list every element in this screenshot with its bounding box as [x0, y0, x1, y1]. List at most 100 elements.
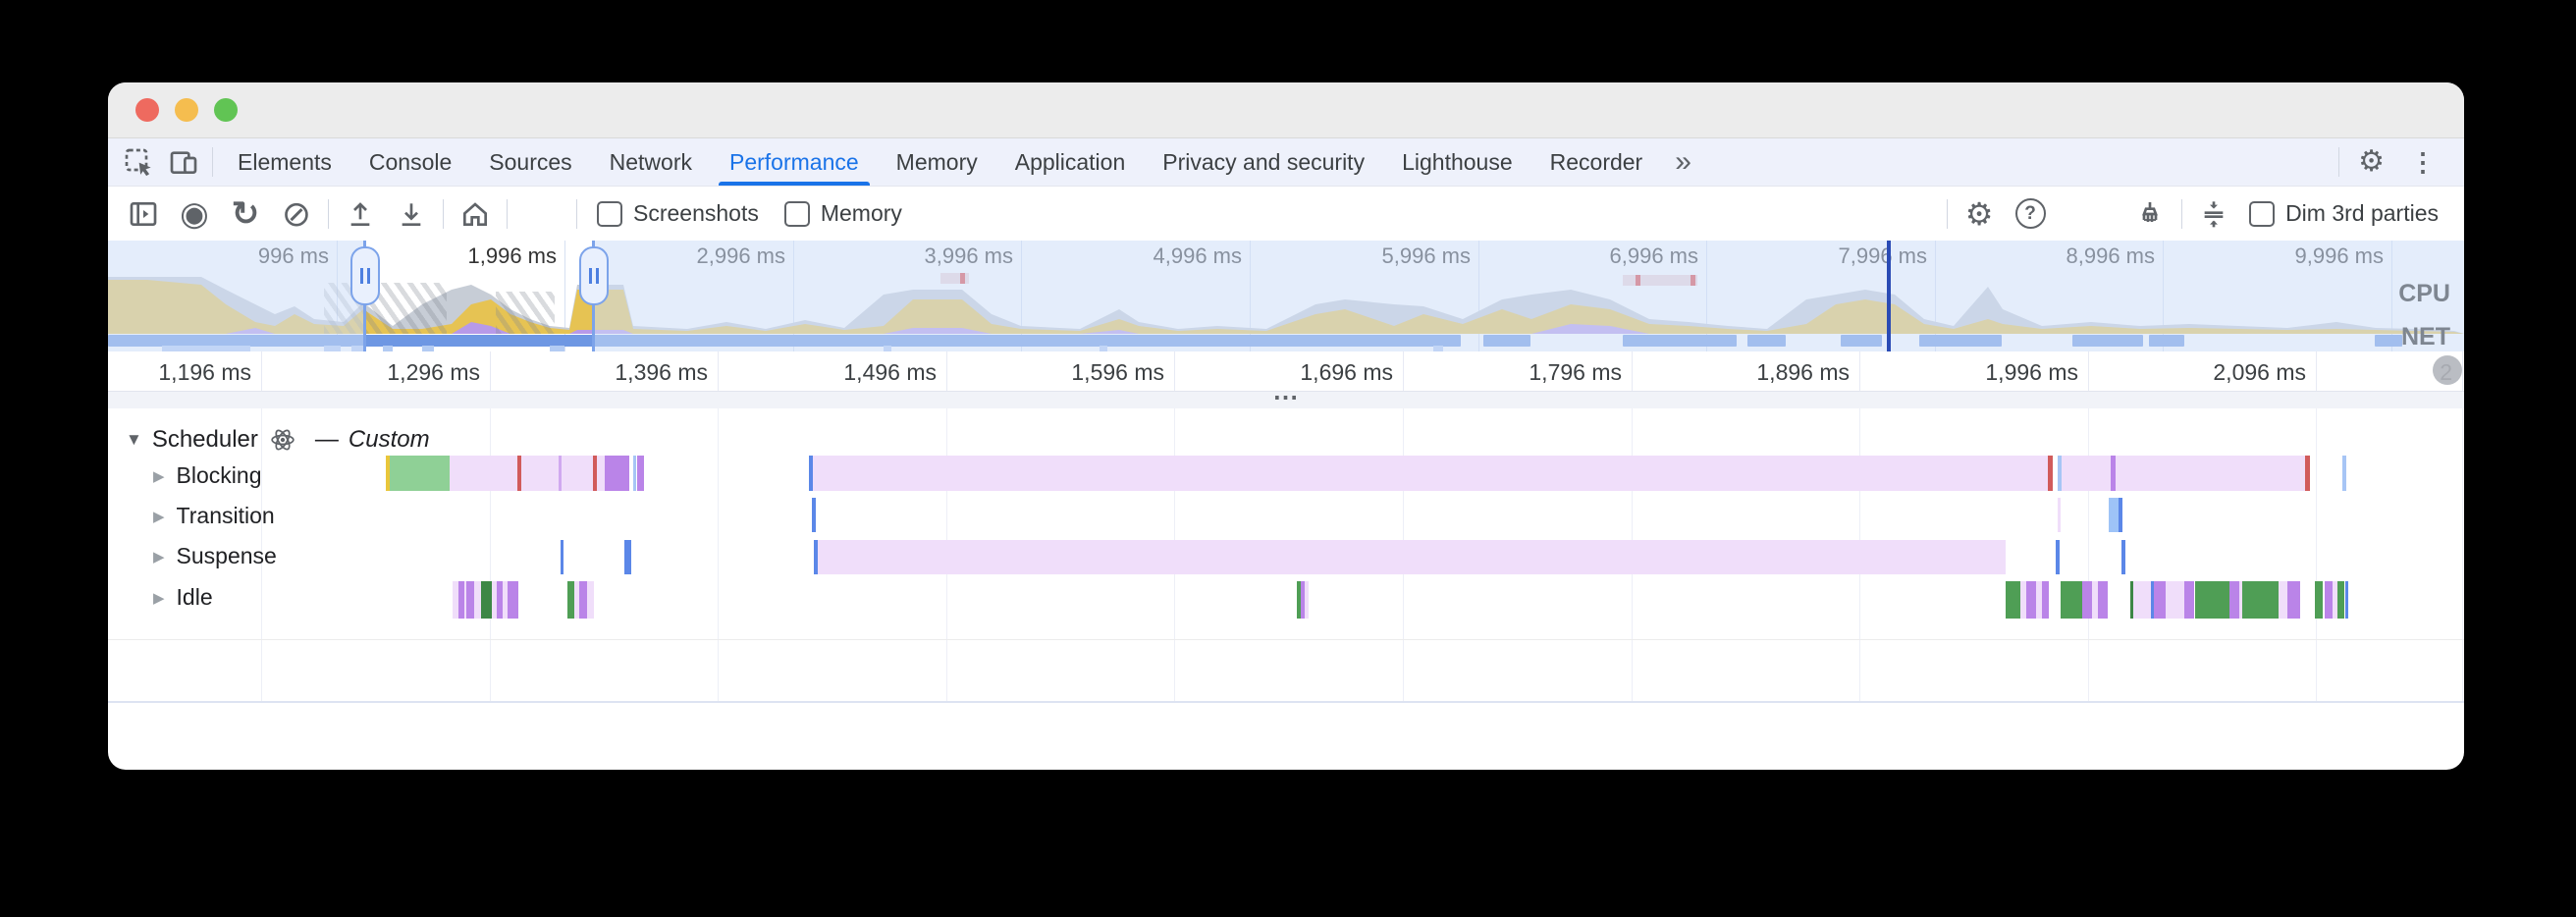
flame-segment[interactable] — [2279, 581, 2287, 619]
reload-and-record-icon[interactable]: ↻ — [231, 194, 260, 233]
inspect-element-icon[interactable] — [116, 138, 161, 186]
flame-segment[interactable] — [2151, 581, 2154, 619]
checkbox-memory[interactable] — [783, 200, 810, 227]
flame-segment[interactable] — [813, 456, 2050, 491]
flame-segment[interactable] — [633, 456, 636, 491]
record-icon[interactable]: ◉ — [180, 194, 209, 233]
flame-segment[interactable] — [2345, 581, 2348, 619]
flame-segment[interactable] — [450, 456, 605, 491]
help-icon[interactable]: ? — [2005, 192, 2056, 236]
tab-privacy-and-security[interactable]: Privacy and security — [1162, 148, 1366, 175]
panel-resize-handle[interactable]: ⋯ — [108, 384, 2464, 410]
flame-segment[interactable] — [453, 581, 458, 619]
flame-segment[interactable] — [2333, 581, 2337, 619]
collect-garbage-icon[interactable] — [2124, 192, 2175, 236]
flame-segment[interactable] — [2325, 581, 2333, 619]
settings-gear-icon[interactable]: ⚙ — [2358, 145, 2385, 178]
capture-settings-gear-icon[interactable]: ⚙ — [1964, 195, 1994, 232]
flame-segment[interactable] — [2337, 581, 2344, 619]
scrollbar-thumb[interactable] — [2433, 355, 2462, 385]
flame-segment[interactable] — [464, 581, 467, 619]
home-icon[interactable] — [450, 192, 501, 236]
checkbox-item-dim-3rd-parties[interactable]: Dim 3rd parties — [2249, 200, 2439, 227]
flame-segment[interactable] — [474, 581, 481, 619]
flame-segment[interactable] — [2184, 581, 2194, 619]
checkbox-dim-3rd-parties[interactable] — [2249, 200, 2276, 227]
flame-segment[interactable] — [2133, 581, 2151, 619]
collapse-arrow-icon[interactable]: ▼ — [126, 430, 142, 449]
flame-segment[interactable] — [492, 581, 497, 619]
selection-right-handle[interactable] — [579, 246, 609, 305]
flame-segment[interactable] — [809, 456, 813, 491]
flame-segment[interactable] — [2082, 581, 2092, 619]
playhead-line[interactable] — [1887, 241, 1891, 351]
flame-segment[interactable] — [2287, 581, 2300, 619]
flame-segment[interactable] — [481, 581, 492, 619]
flame-segment[interactable] — [2154, 581, 2166, 619]
flame-segment[interactable] — [2058, 498, 2061, 532]
track-row-transition[interactable]: ▶Transition — [153, 503, 275, 529]
flame-segment[interactable] — [2026, 581, 2036, 619]
selection-left-handle[interactable] — [350, 246, 380, 305]
flame-segment[interactable] — [2229, 581, 2239, 619]
flame-segment[interactable] — [559, 456, 562, 491]
flame-segment[interactable] — [2092, 581, 2098, 619]
flame-segment[interactable] — [2056, 540, 2060, 574]
checkbox-item-screenshots[interactable]: Screenshots — [597, 200, 759, 227]
clear-icon[interactable]: ⊘ — [281, 192, 312, 234]
checkbox-screenshots[interactable] — [597, 200, 622, 227]
flame-segment[interactable] — [2048, 456, 2053, 491]
flame-segment[interactable] — [466, 581, 474, 619]
tab-performance[interactable]: Performance — [711, 138, 878, 186]
flame-segment[interactable] — [814, 540, 818, 574]
tab-lighthouse[interactable]: Lighthouse — [1402, 148, 1513, 175]
expand-arrow-icon[interactable]: ▶ — [153, 548, 165, 566]
flame-segment[interactable] — [593, 456, 597, 491]
flame-segment[interactable] — [458, 581, 464, 619]
upload-profile-icon[interactable] — [335, 192, 386, 236]
flame-segment[interactable] — [2119, 498, 2122, 532]
track-group-scheduler[interactable]: ▼ Scheduler — Custom — [126, 426, 430, 454]
flame-segment[interactable] — [2036, 581, 2042, 619]
flame-segment[interactable] — [2305, 456, 2310, 491]
more-tabs-icon[interactable]: » — [1675, 145, 1691, 178]
maximize-window-button[interactable] — [214, 98, 238, 122]
tab-memory[interactable]: Memory — [895, 148, 978, 175]
tab-console[interactable]: Console — [368, 148, 453, 175]
flame-segment[interactable] — [503, 581, 508, 619]
close-window-button[interactable] — [135, 98, 159, 122]
expand-arrow-icon[interactable]: ▶ — [153, 589, 165, 607]
track-row-suspense[interactable]: ▶Suspense — [153, 543, 277, 569]
flame-segment[interactable] — [2098, 581, 2108, 619]
flame-segment[interactable] — [517, 456, 521, 491]
flame-segment[interactable] — [574, 581, 579, 619]
flame-segment[interactable] — [2121, 540, 2125, 574]
flame-segment[interactable] — [386, 456, 390, 491]
flame-segment[interactable] — [2242, 581, 2279, 619]
collapse-recording-icon[interactable] — [2188, 192, 2239, 236]
flame-segment[interactable] — [2020, 581, 2026, 619]
flame-segment[interactable] — [818, 540, 2006, 574]
flame-segment[interactable] — [1305, 581, 1309, 619]
expand-arrow-icon[interactable]: ▶ — [153, 467, 165, 485]
flame-segment[interactable] — [2239, 581, 2242, 619]
flame-segment[interactable] — [567, 581, 574, 619]
flame-segment[interactable] — [561, 540, 564, 574]
timeline-overview[interactable]: 996 ms1,996 ms2,996 ms3,996 ms4,996 ms5,… — [108, 241, 2464, 351]
flame-segment[interactable] — [2061, 581, 2082, 619]
tab-sources[interactable]: Sources — [489, 148, 572, 175]
flame-segment[interactable] — [508, 581, 518, 619]
download-profile-icon[interactable] — [386, 192, 437, 236]
flame-segment[interactable] — [1297, 581, 1301, 619]
tab-recorder[interactable]: Recorder — [1549, 148, 1643, 175]
flame-segment[interactable] — [579, 581, 587, 619]
checkbox-item-memory[interactable]: Memory — [783, 200, 902, 227]
flame-segment[interactable] — [2166, 581, 2184, 619]
flame-segment[interactable] — [2111, 456, 2116, 491]
flame-segment[interactable] — [637, 456, 644, 491]
flame-segment[interactable] — [2006, 581, 2020, 619]
flame-segment[interactable] — [2342, 456, 2346, 491]
flame-segment[interactable] — [1301, 581, 1305, 619]
track-row-idle[interactable]: ▶Idle — [153, 584, 213, 611]
flame-segment[interactable] — [2042, 581, 2049, 619]
